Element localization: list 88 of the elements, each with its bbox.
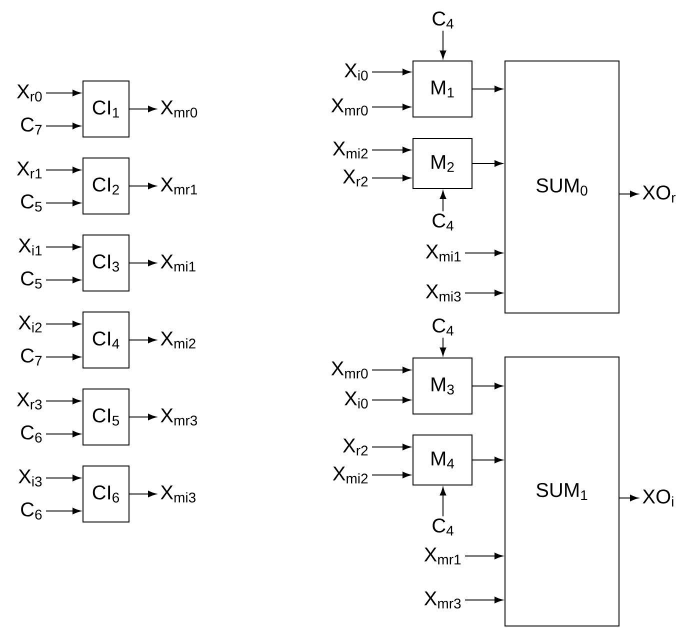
- arrow: [129, 106, 156, 112]
- signal-label: XO$_{r}$: [642, 185, 676, 203]
- arrow: [619, 494, 638, 502]
- arrow: [440, 190, 446, 212]
- block-box: CI$_{2}$: [82, 158, 130, 214]
- arrow: [46, 276, 81, 284]
- arrow: [46, 90, 81, 96]
- arrow: [46, 398, 81, 404]
- signal-label: C$_{4}$: [432, 11, 454, 29]
- arrow: [46, 244, 81, 250]
- signal-label: X$_{mi2}$: [332, 466, 368, 484]
- arrow: [472, 160, 503, 167]
- arrow: [372, 174, 411, 182]
- arrow: [372, 472, 411, 478]
- arrow: [372, 68, 411, 76]
- signal-label: X$_{mi2}$: [160, 332, 196, 348]
- signal-label: X$_{i3}$: [18, 470, 42, 486]
- arrow: [440, 30, 446, 59]
- signal-label: C$_{7}$: [21, 117, 42, 135]
- arrow: [46, 320, 81, 328]
- signal-label: C$_{4}$: [432, 318, 454, 336]
- signal-label: XO$_{i}$: [642, 489, 674, 507]
- signal-label: X$_{r2}$: [342, 170, 368, 186]
- arrow: [46, 508, 81, 514]
- arrow: [472, 456, 503, 464]
- signal-label: X$_{r0}$: [16, 84, 42, 102]
- signal-label: C$_{6}$: [21, 502, 42, 520]
- block-box: CI$_{6}$: [82, 466, 130, 522]
- block-box: M$_{2}$: [412, 138, 472, 189]
- signal-label: X$_{r3}$: [16, 392, 42, 410]
- signal-label: X$_{i1}$: [18, 238, 42, 256]
- arrow: [46, 200, 81, 206]
- arrow: [372, 366, 411, 374]
- arrow: [472, 382, 503, 390]
- signal-label: X$_{mr3}$: [160, 408, 198, 426]
- signal-label: C$_{5}$: [21, 194, 42, 212]
- arrow: [129, 336, 156, 344]
- arrow: [46, 430, 81, 438]
- arrow: [372, 444, 411, 450]
- block-box: M$_{3}$: [412, 358, 472, 414]
- signal-label: X$_{mr3}$: [424, 592, 461, 608]
- signal-label: C$_{6}$: [21, 425, 42, 443]
- signal-label: C$_{4}$: [432, 518, 454, 536]
- arrow: [440, 337, 446, 356]
- signal-label: C$_{5}$: [21, 271, 42, 289]
- arrow: [372, 104, 411, 110]
- block-box: CI$_{5}$: [82, 388, 130, 446]
- signal-label: X$_{mr1}$: [424, 548, 461, 564]
- signal-label: X$_{i2}$: [18, 316, 42, 332]
- arrow: [464, 552, 503, 560]
- block-box: SUM$_{1}$: [504, 356, 620, 626]
- block-box: CI$_{4}$: [82, 312, 130, 368]
- arrow: [472, 86, 503, 92]
- block-box: SUM$_{0}$: [504, 60, 620, 314]
- signal-label: X$_{mi3}$: [426, 284, 461, 302]
- signal-label: X$_{mr1}$: [160, 178, 197, 194]
- signal-label: X$_{mi3}$: [160, 486, 196, 502]
- block-box: M$_{4}$: [412, 434, 472, 486]
- signal-label: X$_{mr0}$: [331, 362, 368, 378]
- arrow: [464, 250, 503, 256]
- signal-label: X$_{mr0}$: [331, 98, 368, 116]
- arrow: [619, 190, 638, 198]
- arrow: [372, 396, 411, 404]
- signal-label: X$_{mi2}$: [332, 142, 368, 158]
- signal-label: C$_{7}$: [21, 348, 42, 366]
- arrow: [464, 596, 503, 604]
- signal-label: C$_{4}$: [432, 213, 454, 231]
- signal-label: X$_{mi1}$: [160, 254, 196, 272]
- block-box: CI$_{3}$: [82, 234, 130, 292]
- signal-label: X$_{i0}$: [344, 64, 368, 80]
- signal-label: X$_{i0}$: [344, 392, 368, 408]
- signal-label: X$_{r1}$: [16, 162, 42, 178]
- arrow: [129, 414, 156, 420]
- signal-label: X$_{r2}$: [342, 438, 368, 456]
- arrow: [46, 354, 81, 360]
- block-box: CI$_{1}$: [82, 80, 130, 138]
- arrow: [129, 182, 156, 190]
- arrow: [46, 122, 81, 130]
- block-box: M$_{1}$: [412, 60, 472, 118]
- arrow: [129, 260, 156, 266]
- arrow: [440, 487, 446, 517]
- signal-label: X$_{mi1}$: [426, 244, 461, 262]
- arrow: [46, 166, 81, 174]
- arrow: [372, 146, 411, 154]
- arrow: [46, 474, 81, 482]
- signal-label: X$_{mr0}$: [160, 100, 198, 118]
- arrow: [129, 490, 156, 498]
- arrow: [464, 290, 503, 296]
